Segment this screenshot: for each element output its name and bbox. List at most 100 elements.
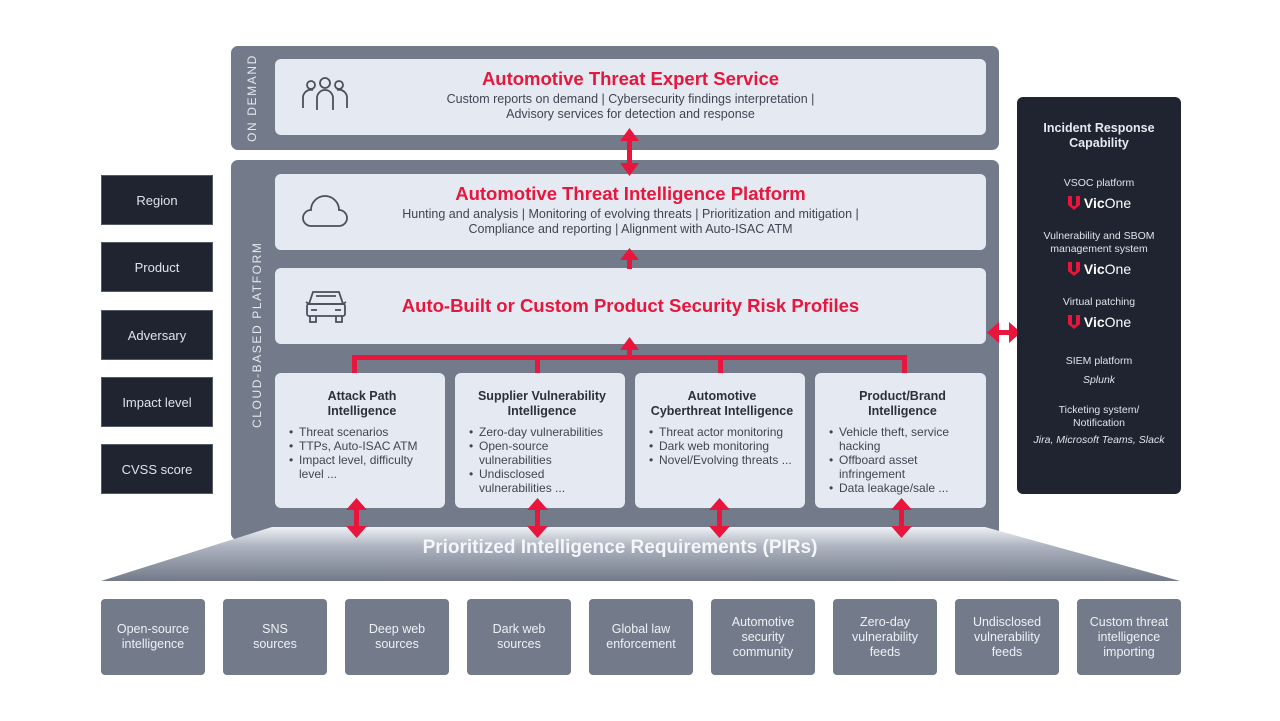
source-line: feeds	[991, 644, 1023, 659]
source-line: Undisclosed	[972, 614, 1042, 629]
ir-item-label: Vulnerability and SBOM	[1043, 230, 1155, 242]
bullet-item: Undisclosed vulnerabilities ...	[469, 467, 615, 495]
vicone-suffix: One	[1104, 195, 1132, 211]
incident-response-panel: Incident Response Capability VSOC platfo…	[1017, 97, 1181, 494]
intel-card-title: Product/Brand	[859, 389, 946, 403]
people-group-icon	[299, 74, 351, 119]
source-line: intelligence	[1097, 629, 1161, 644]
cloud-icon	[301, 194, 349, 235]
bullet-item: Data leakage/sale ...	[829, 481, 976, 495]
risk-profiles-title: Auto-Built or Custom Product Security Ri…	[401, 295, 860, 316]
source-line: security	[741, 629, 785, 644]
bullet-item: Zero-day vulnerabilities	[469, 425, 615, 439]
bullet-item: Threat actor monitoring	[649, 425, 795, 439]
filter-cvss-score: CVSS score	[101, 444, 213, 494]
vicone-prefix: Vic	[1083, 314, 1105, 330]
ir-title-line1: Incident Response	[1043, 121, 1155, 135]
bullet-item: Offboard asset infringement	[829, 453, 976, 481]
bullet-item: Threat scenarios	[289, 425, 435, 439]
vicone-shield-icon	[1067, 315, 1080, 329]
pir-title: Prioritized Intelligence Requirements (P…	[422, 537, 818, 558]
ir-item-label: Notification	[1073, 417, 1125, 429]
ir-item-vsoc: VSOC platform VicOne	[1017, 177, 1181, 216]
expert-service-card: Automotive Threat Expert Service Custom …	[275, 59, 986, 135]
bullet-item: Impact level, difficulty level ...	[289, 453, 435, 481]
source-line: Global law	[611, 622, 671, 636]
source-line: intelligence	[121, 637, 185, 651]
ir-item-label: management system	[1050, 243, 1148, 255]
expert-service-title: Automotive Threat Expert Service	[481, 68, 780, 89]
source-line: Deep web	[368, 622, 426, 636]
intel-card-title: Intelligence	[868, 404, 937, 418]
vicone-suffix: One	[1104, 261, 1132, 277]
intel-platform-title: Automotive Threat Intelligence Platform	[455, 183, 806, 204]
ir-item-value: Jira, Microsoft Teams, Slack	[1033, 434, 1165, 446]
source-line: Automotive	[731, 614, 795, 629]
vicone-logo: VicOne	[1067, 314, 1131, 330]
source-line: SNS	[262, 622, 288, 636]
intel-card-title: Intelligence	[507, 404, 577, 418]
filter-impact-level: Impact level	[101, 377, 213, 427]
ir-item-label: Virtual patching	[1062, 296, 1136, 308]
ir-item-siem: SIEM platform Splunk	[1017, 355, 1181, 386]
car-icon	[301, 288, 351, 329]
bullet-item: TTPs, Auto-ISAC ATM	[289, 439, 435, 453]
source-line: Dark web	[492, 622, 546, 636]
ir-item-sbom: Vulnerability and SBOM management system…	[1017, 230, 1181, 282]
source-line: feeds	[869, 644, 901, 659]
source-line: enforcement	[606, 637, 676, 651]
ir-item-label: SIEM platform	[1065, 355, 1133, 367]
source-line: Open-source	[116, 622, 190, 636]
vicone-prefix: Vic	[1083, 195, 1105, 211]
cloud-platform-label: CLOUD-BASED PLATFORM	[250, 241, 264, 428]
bullet-item: Dark web monitoring	[649, 439, 795, 453]
filter-region: Region	[101, 175, 213, 225]
on-demand-label: ON DEMAND	[245, 54, 259, 142]
source-line: sources	[253, 637, 297, 651]
vicone-suffix: One	[1104, 314, 1132, 330]
intel-card-title: Intelligence	[327, 404, 397, 418]
ir-item-ticketing: Ticketing system/ Notification Jira, Mic…	[1017, 404, 1181, 446]
ir-item-virtual-patching: Virtual patching VicOne	[1017, 296, 1181, 335]
intel-platform-line2: Compliance and reporting | Alignment wit…	[468, 222, 793, 236]
intel-card-title: Cyberthreat Intelligence	[650, 404, 794, 418]
intel-card-title: Automotive	[687, 389, 757, 403]
incident-response-title: Incident Response Capability	[1017, 121, 1181, 151]
intel-card-title: Attack Path	[327, 389, 397, 403]
source-line: Custom threat	[1089, 614, 1169, 629]
filter-product: Product	[101, 242, 213, 292]
bullet-item: Novel/Evolving threats ...	[649, 453, 795, 467]
source-line: importing	[1103, 644, 1155, 659]
source-line: community	[732, 644, 794, 659]
vicone-shield-icon	[1067, 196, 1080, 210]
intel-platform-card: Automotive Threat Intelligence Platform …	[275, 174, 986, 250]
intel-platform-line1: Hunting and analysis | Monitoring of evo…	[402, 207, 859, 221]
source-line: sources	[497, 637, 541, 651]
bullet-item: Open-source vulnerabilities	[469, 439, 615, 467]
intel-card-title: Supplier Vulnerability	[477, 389, 607, 403]
ir-item-label: Ticketing system/	[1058, 404, 1140, 416]
expert-service-line2: Advisory services for detection and resp…	[506, 107, 755, 121]
bullet-item: Vehicle theft, service hacking	[829, 425, 976, 453]
ir-item-value: Splunk	[1082, 374, 1116, 386]
vicone-logo: VicOne	[1067, 261, 1131, 277]
source-line: vulnerability	[851, 629, 918, 644]
ir-title-line2: Capability	[1069, 136, 1129, 150]
vicone-prefix: Vic	[1083, 261, 1105, 277]
filter-adversary: Adversary	[101, 310, 213, 360]
ir-item-label: VSOC platform	[1063, 177, 1135, 189]
source-line: vulnerability	[973, 629, 1040, 644]
